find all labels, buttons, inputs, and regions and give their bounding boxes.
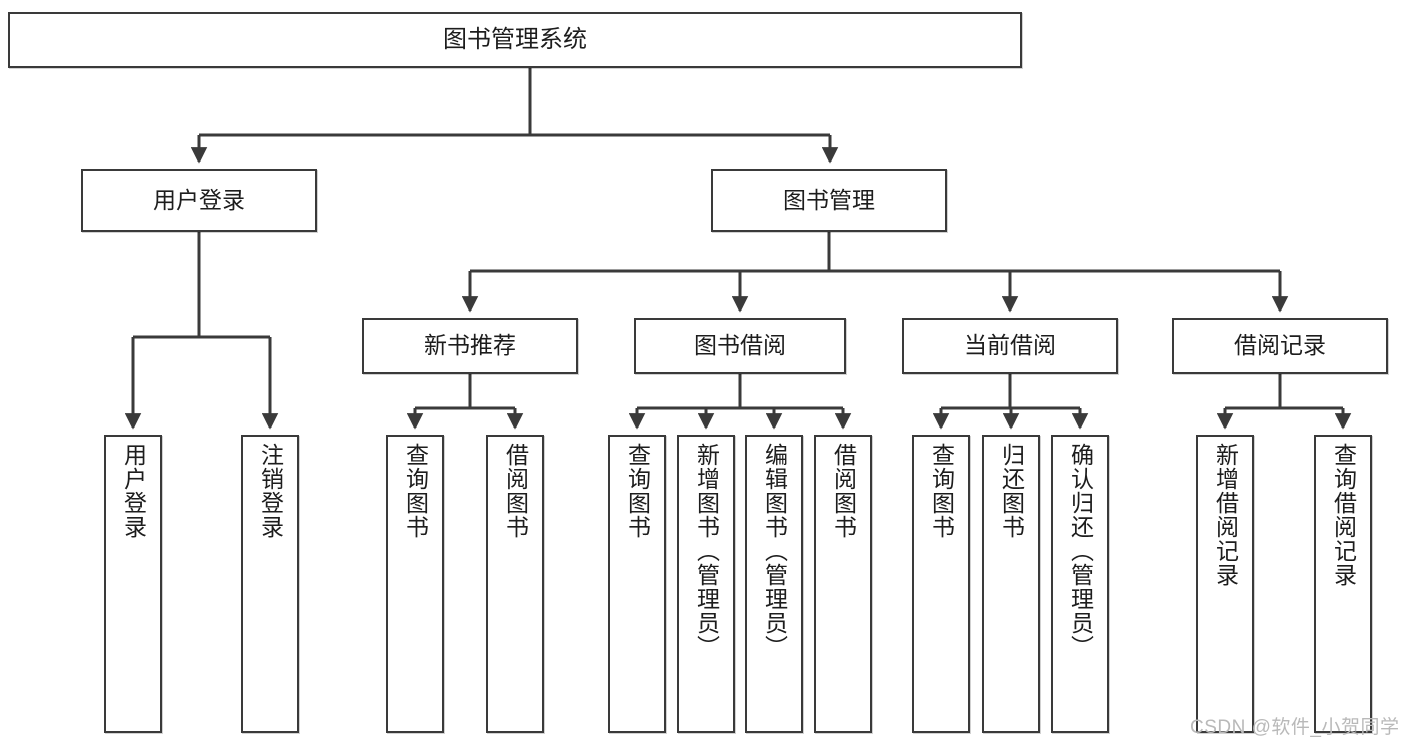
node-leaf-query-book-2[interactable]: 查询图书 xyxy=(608,435,666,733)
node-book-management[interactable]: 图书管理 xyxy=(711,169,947,232)
node-leaf-borrow-book-2-label: 借阅图书 xyxy=(830,443,857,539)
node-leaf-user-logout-label: 注销登录 xyxy=(257,443,284,539)
node-borrow-record-label: 借阅记录 xyxy=(1234,332,1326,359)
node-leaf-user-login-label: 用户登录 xyxy=(120,443,147,539)
node-book-borrow[interactable]: 图书借阅 xyxy=(634,318,846,374)
node-leaf-query-book-1[interactable]: 查询图书 xyxy=(386,435,444,733)
node-user-login[interactable]: 用户登录 xyxy=(81,169,317,232)
node-leaf-confirm-return-label: 确认归还（管理员） xyxy=(1067,443,1094,659)
node-borrow-record[interactable]: 借阅记录 xyxy=(1172,318,1388,374)
node-book-borrow-label: 图书借阅 xyxy=(694,332,786,359)
watermark-text: CSDN @软件_小贺同学 xyxy=(1190,717,1400,738)
node-leaf-add-book-label: 新增图书（管理员） xyxy=(693,443,720,659)
node-leaf-confirm-return[interactable]: 确认归还（管理员） xyxy=(1051,435,1109,733)
node-leaf-query-record-label: 查询借阅记录 xyxy=(1330,443,1357,587)
node-book-management-label: 图书管理 xyxy=(783,186,875,213)
node-leaf-borrow-book-2[interactable]: 借阅图书 xyxy=(814,435,872,733)
node-leaf-borrow-book-1-label: 借阅图书 xyxy=(502,443,529,539)
node-leaf-edit-book[interactable]: 编辑图书（管理员） xyxy=(745,435,803,733)
node-leaf-query-book-3-label: 查询图书 xyxy=(928,443,955,539)
node-new-book-recommend[interactable]: 新书推荐 xyxy=(362,318,578,374)
node-user-login-label: 用户登录 xyxy=(153,186,245,213)
node-leaf-borrow-book-1[interactable]: 借阅图书 xyxy=(486,435,544,733)
node-leaf-query-record[interactable]: 查询借阅记录 xyxy=(1314,435,1372,733)
node-leaf-add-book[interactable]: 新增图书（管理员） xyxy=(677,435,735,733)
node-leaf-add-record[interactable]: 新增借阅记录 xyxy=(1196,435,1254,733)
node-leaf-edit-book-label: 编辑图书（管理员） xyxy=(761,443,788,659)
node-leaf-query-book-3[interactable]: 查询图书 xyxy=(912,435,970,733)
node-root[interactable]: 图书管理系统 xyxy=(8,12,1022,68)
node-root-label: 图书管理系统 xyxy=(443,25,587,53)
node-leaf-return-book-label: 归还图书 xyxy=(998,443,1025,539)
node-leaf-query-book-2-label: 查询图书 xyxy=(624,443,651,539)
node-new-book-recommend-label: 新书推荐 xyxy=(424,332,516,359)
node-leaf-return-book[interactable]: 归还图书 xyxy=(982,435,1040,733)
node-leaf-add-record-label: 新增借阅记录 xyxy=(1212,443,1239,587)
node-leaf-user-login[interactable]: 用户登录 xyxy=(104,435,162,733)
node-current-borrow[interactable]: 当前借阅 xyxy=(902,318,1118,374)
node-current-borrow-label: 当前借阅 xyxy=(964,332,1056,359)
node-leaf-user-logout[interactable]: 注销登录 xyxy=(241,435,299,733)
node-leaf-query-book-1-label: 查询图书 xyxy=(402,443,429,539)
